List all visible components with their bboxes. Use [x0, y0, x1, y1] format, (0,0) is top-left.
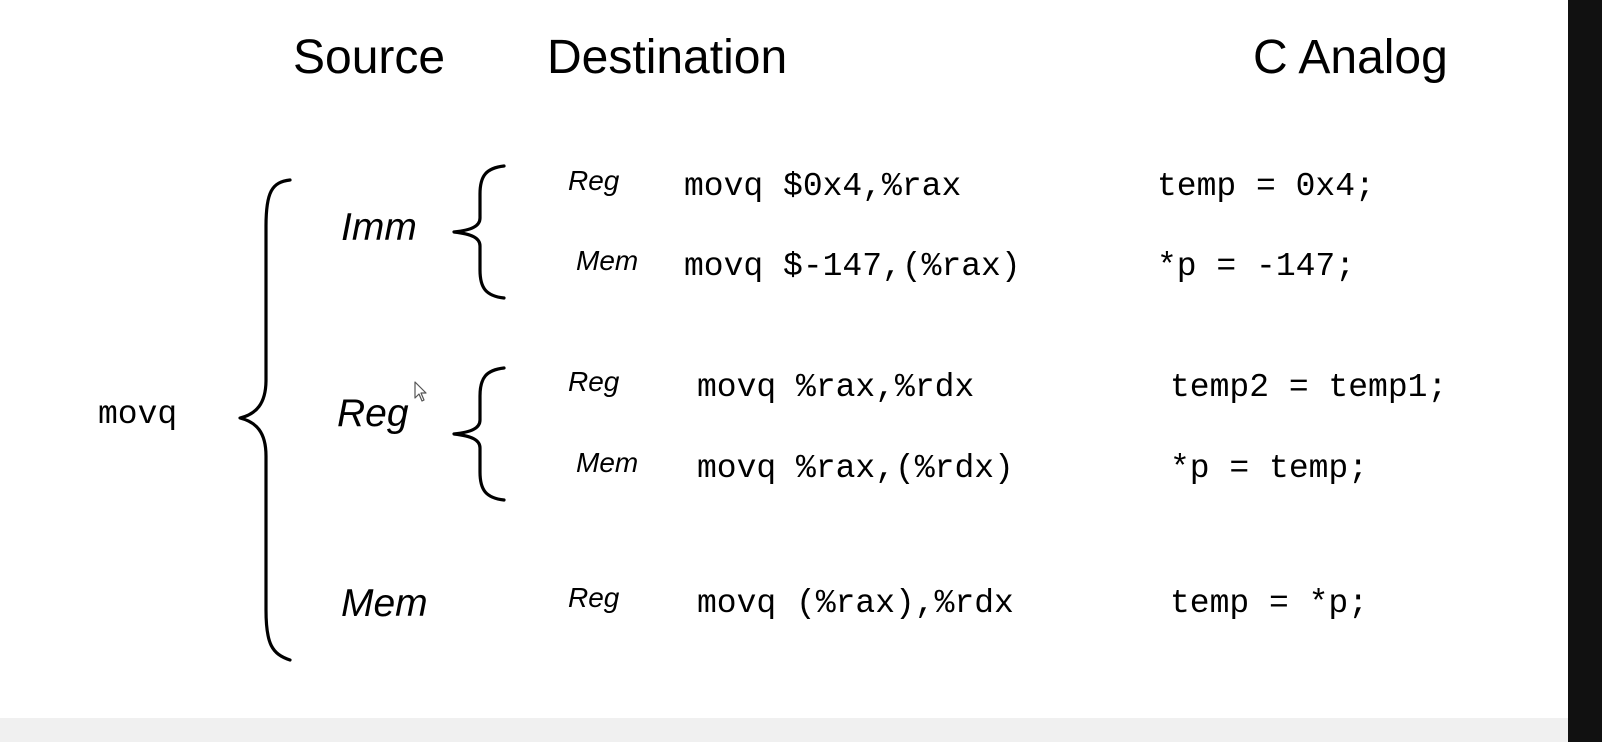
- asm-code: movq (%rax),%rdx: [697, 585, 1014, 622]
- dest-mem: Mem: [576, 245, 639, 276]
- dest-reg: Reg: [568, 165, 620, 196]
- source-mem: Mem: [341, 582, 428, 625]
- mouse-pointer-icon: [414, 381, 427, 402]
- source-reg: Reg: [337, 392, 409, 435]
- c-analog-code: *p = temp;: [1170, 450, 1369, 487]
- c-analog-code: temp = *p;: [1170, 585, 1369, 622]
- asm-code: movq $0x4,%rax: [684, 168, 962, 205]
- c-analog-code: temp2 = temp1;: [1170, 369, 1448, 406]
- asm-code: movq %rax,(%rdx): [697, 450, 1014, 487]
- reg-brace: [452, 366, 506, 502]
- asm-code: movq %rax,%rdx: [697, 369, 975, 406]
- header-c-analog: C Analog: [1253, 31, 1448, 84]
- c-analog-code: temp = 0x4;: [1157, 168, 1375, 205]
- imm-brace: [452, 164, 506, 300]
- c-analog-code: *p = -147;: [1157, 248, 1356, 285]
- dest-mem: Mem: [576, 447, 639, 478]
- asm-code: movq $-147,(%rax): [684, 248, 1021, 285]
- bottom-band: [0, 718, 1602, 742]
- dest-reg: Reg: [568, 582, 620, 613]
- header-source: Source: [293, 31, 446, 84]
- big-brace: [238, 178, 292, 662]
- header-destination: Destination: [547, 31, 788, 84]
- dest-reg: Reg: [568, 366, 620, 397]
- right-edge-strip: [1568, 0, 1602, 742]
- source-imm: Imm: [341, 206, 417, 249]
- instruction-label: movq: [98, 396, 178, 433]
